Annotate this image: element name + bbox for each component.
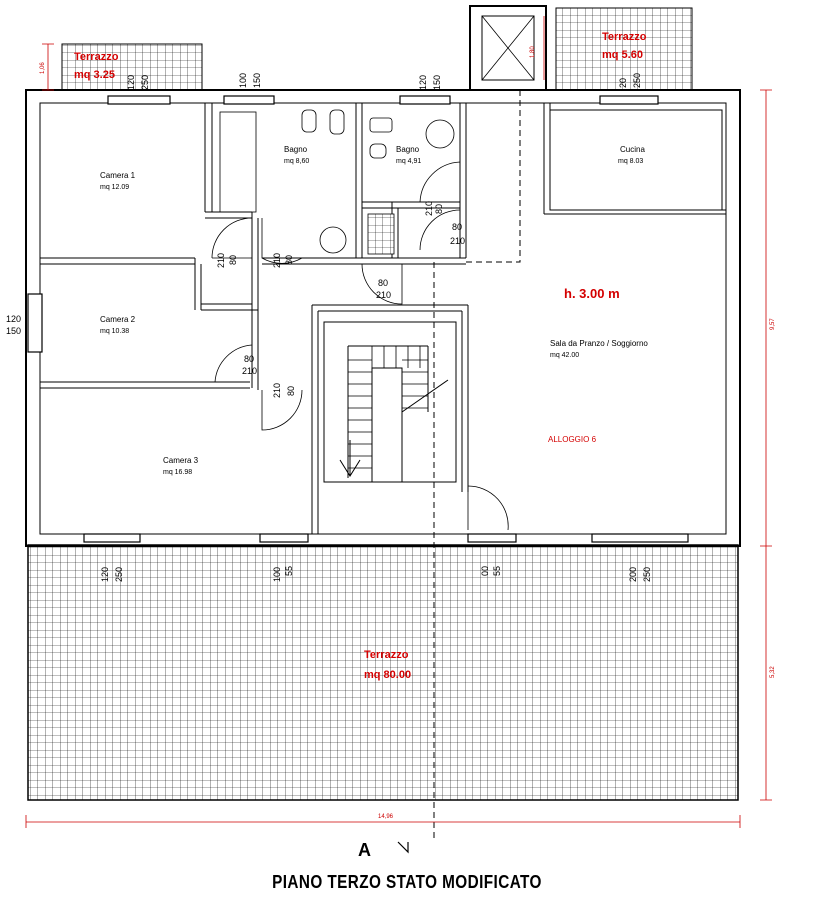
room-name-soggiorno: Sala da Pranzo / Soggiorno <box>550 339 648 348</box>
inner-wall-line <box>39 102 727 535</box>
room-area-soggiorno: mq 42.00 <box>550 352 579 359</box>
dim-total-width: 14,96 <box>378 814 394 820</box>
terrace-small-left <box>61 43 203 91</box>
terrace-right-area: mq 5.60 <box>602 49 643 61</box>
door-arc-bagno2 <box>419 161 461 203</box>
terrace-right-name: Terrazzo <box>602 31 647 43</box>
svg-text:80: 80 <box>284 255 294 265</box>
room-area-bagno2: mq 4,91 <box>396 158 421 165</box>
room-name-cucina: Cucina <box>620 145 645 154</box>
room-name-bagno2: Bagno <box>396 145 420 154</box>
staircase <box>323 321 457 483</box>
svg-text:210: 210 <box>216 253 226 268</box>
svg-text:250: 250 <box>642 567 652 582</box>
section-line <box>433 90 521 840</box>
svg-text:80: 80 <box>434 204 444 214</box>
cucina-counter <box>549 109 723 211</box>
ceiling-height-label: h. 3.00 m <box>564 286 620 301</box>
svg-text:80: 80 <box>228 255 238 265</box>
dim-left-top: 1,06 <box>40 62 46 74</box>
windows <box>27 95 689 543</box>
door-arc-bagno1 <box>261 218 303 264</box>
lift-cabin <box>481 15 535 81</box>
room-name-camera3: Camera 3 <box>163 456 199 465</box>
svg-text:250: 250 <box>114 567 124 582</box>
room-area-cucina: mq 8.03 <box>618 158 643 165</box>
svg-text:80: 80 <box>244 354 254 364</box>
svg-text:210: 210 <box>450 236 465 246</box>
door-arc-camera2 <box>214 344 253 383</box>
fixtures <box>219 109 455 255</box>
room-name-camera1: Camera 1 <box>100 171 136 180</box>
door-arc-camera1 <box>211 217 253 259</box>
dim-stair-top: 1,80 <box>530 46 536 58</box>
svg-text:80: 80 <box>452 222 462 232</box>
room-name-camera2: Camera 2 <box>100 315 136 324</box>
svg-text:00: 00 <box>480 566 490 576</box>
lift-cross <box>481 15 535 81</box>
svg-text:210: 210 <box>242 366 257 376</box>
dim-right-total: 9,57 <box>770 318 776 330</box>
door-arc-camera3 <box>261 389 303 431</box>
svg-text:210: 210 <box>376 290 391 300</box>
room-area-bagno1: mq 8,60 <box>284 158 309 165</box>
door-arc-entrance <box>467 485 509 531</box>
svg-text:250: 250 <box>632 73 642 88</box>
svg-text:200: 200 <box>628 567 638 582</box>
terrace-large-name: Terrazzo <box>364 649 409 661</box>
door-arc-bagno2b <box>419 209 461 251</box>
svg-text:210: 210 <box>272 253 282 268</box>
svg-text:55: 55 <box>492 566 502 576</box>
svg-text:80: 80 <box>378 278 388 288</box>
svg-text:120: 120 <box>126 75 136 90</box>
terrace-large-area: mq 80.00 <box>364 669 411 681</box>
partition-walls <box>40 103 726 534</box>
svg-text:250: 250 <box>140 75 150 90</box>
svg-text:150: 150 <box>432 75 442 90</box>
door-labels: 80 210 80 210 80 210 80 210 80 210 80 21… <box>216 201 465 398</box>
terrace-large <box>27 544 739 801</box>
dimension-lines <box>25 16 772 828</box>
svg-text:80: 80 <box>286 386 296 396</box>
room-area-camera1: mq 12.09 <box>100 184 129 191</box>
window-labels: 120 150 120 250 100 150 120 150 20 250 1… <box>6 73 652 582</box>
svg-text:100: 100 <box>272 567 282 582</box>
svg-text:100: 100 <box>238 73 248 88</box>
terrace-left-name: Terrazzo <box>74 51 119 63</box>
room-area-camera2: mq 10.38 <box>100 328 129 335</box>
svg-text:120: 120 <box>6 314 21 324</box>
section-arrow-icon <box>397 841 409 854</box>
dim-right-lower: 5,32 <box>770 666 776 678</box>
svg-text:20: 20 <box>618 78 628 88</box>
svg-text:150: 150 <box>252 73 262 88</box>
svg-text:210: 210 <box>424 201 434 216</box>
svg-text:120: 120 <box>100 567 110 582</box>
terrace-left-area: mq 3.25 <box>74 69 115 81</box>
apartment-label: ALLOGGIO 6 <box>548 435 597 444</box>
room-name-bagno1: Bagno <box>284 145 308 154</box>
svg-text:150: 150 <box>6 326 21 336</box>
section-marker: A <box>358 840 371 860</box>
terrace-small-right <box>555 7 693 91</box>
svg-text:120: 120 <box>418 75 428 90</box>
outer-wall <box>25 89 741 547</box>
svg-text:210: 210 <box>272 383 282 398</box>
svg-text:55: 55 <box>284 566 294 576</box>
room-area-camera3: mq 16.98 <box>163 469 192 476</box>
plan-title: PIANO TERZO STATO MODIFICATO <box>272 872 542 892</box>
door-arc-corridor <box>361 263 403 305</box>
